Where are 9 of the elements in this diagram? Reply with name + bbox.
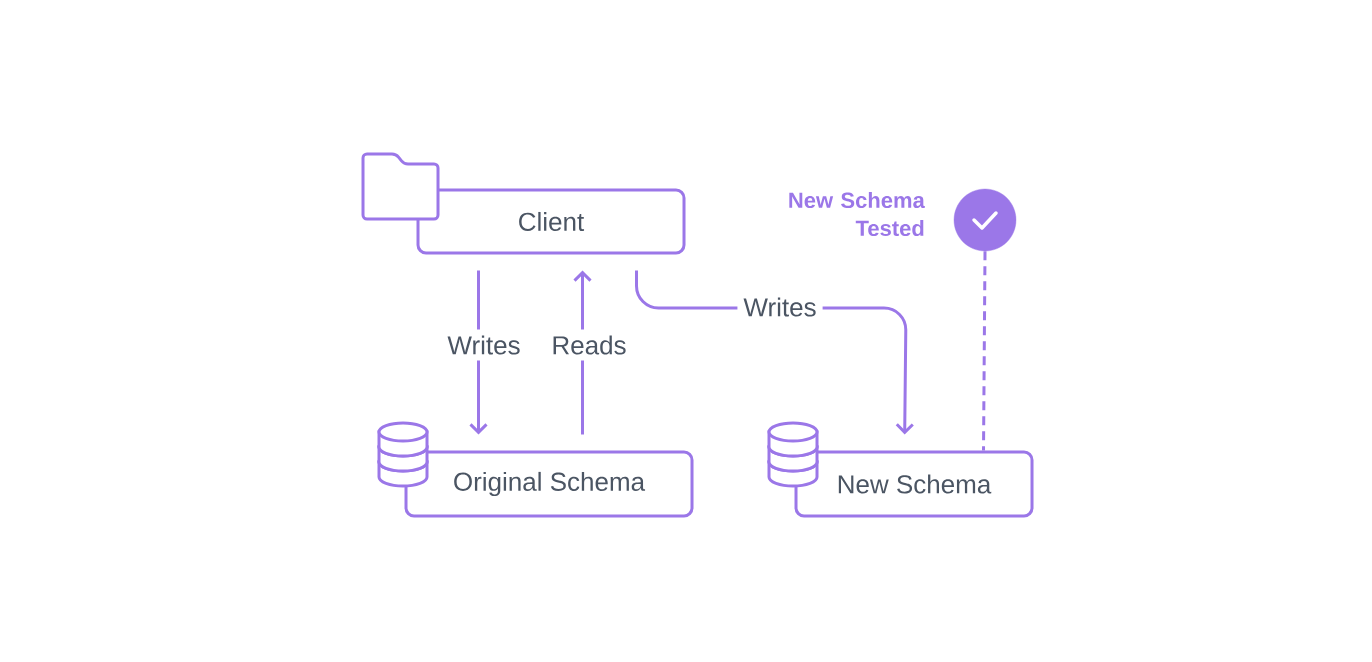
client-box: Client [416,188,686,255]
status-label: New Schema Tested [789,191,925,237]
schema-box: New Schema [794,450,1034,518]
edge-label: Writes [441,329,527,361]
schema-box: Original Schema [404,450,694,518]
edge-label: Writes [737,291,823,323]
connector-line [982,251,987,451]
status-circle [953,188,1017,252]
edge-label: Reads [545,329,633,361]
